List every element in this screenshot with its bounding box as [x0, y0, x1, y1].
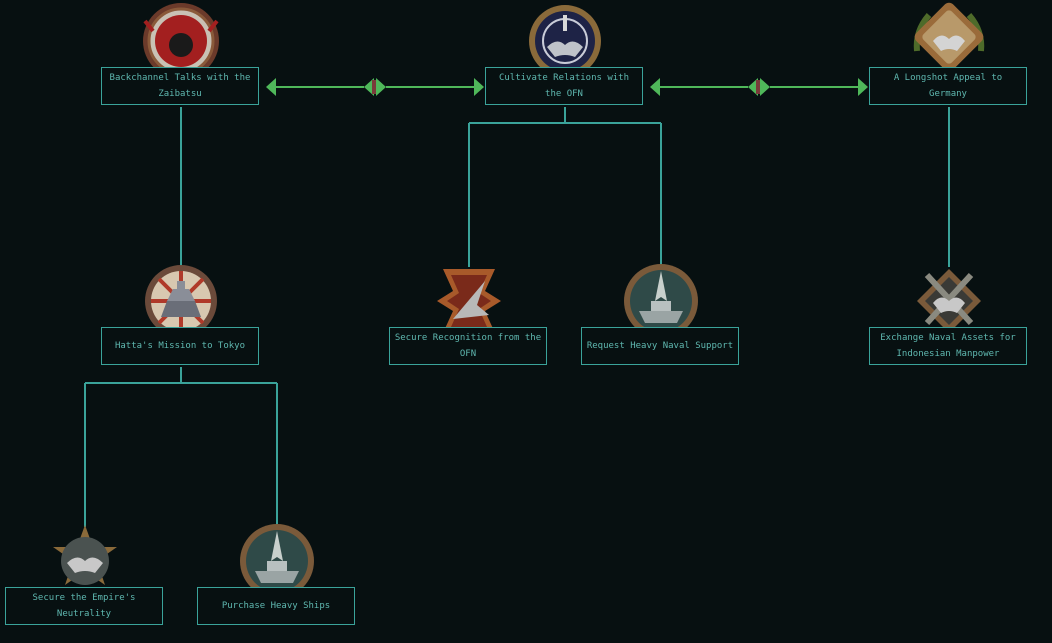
crossed-guns-handshake-icon	[917, 269, 981, 333]
focus-label: Secure Recognition from the OFN	[389, 327, 547, 365]
focus-recognition[interactable]: Secure Recognition from the OFN	[389, 269, 549, 367]
connector-hatta-children	[84, 367, 278, 527]
focus-label: Exchange Naval Assets for Indonesian Man…	[869, 327, 1027, 365]
eagle-cross-icon	[437, 269, 501, 333]
focus-heavy-ships[interactable]: Purchase Heavy Ships	[197, 524, 357, 627]
focus-label: Backchannel Talks with the Zaibatsu	[101, 67, 259, 105]
focus-exchange[interactable]: Exchange Naval Assets for Indonesian Man…	[869, 269, 1029, 367]
japanese-castle-icon	[145, 265, 217, 337]
warship-icon	[624, 264, 698, 338]
mutually-exclusive-link-left	[266, 78, 484, 96]
focus-label: Hatta's Mission to Tokyo	[101, 327, 259, 365]
handshake-star-icon	[53, 525, 117, 585]
mutually-exclusive-link-right	[650, 78, 868, 96]
warship-icon	[240, 524, 314, 598]
focus-label: Purchase Heavy Ships	[197, 587, 355, 625]
focus-hatta[interactable]: Hatta's Mission to Tokyo	[101, 265, 261, 367]
focus-longshot[interactable]: A Longshot Appeal to Germany	[869, 2, 1029, 107]
connector-cultivate-children	[468, 107, 662, 267]
focus-naval-support[interactable]: Request Heavy Naval Support	[581, 264, 741, 367]
focus-neutrality[interactable]: Secure the Empire's Neutrality	[5, 525, 165, 627]
focus-label: Secure the Empire's Neutrality	[5, 587, 163, 625]
focus-label: A Longshot Appeal to Germany	[869, 67, 1027, 105]
focus-label: Cultivate Relations with the OFN	[485, 67, 643, 105]
handshake-torch-icon	[529, 5, 601, 77]
focus-backchannel[interactable]: Backchannel Talks with the Zaibatsu	[101, 3, 261, 107]
handshake-laurel-icon	[913, 2, 985, 72]
focus-label: Request Heavy Naval Support	[581, 327, 739, 365]
focus-cultivate[interactable]: Cultivate Relations with the OFN	[485, 5, 645, 107]
